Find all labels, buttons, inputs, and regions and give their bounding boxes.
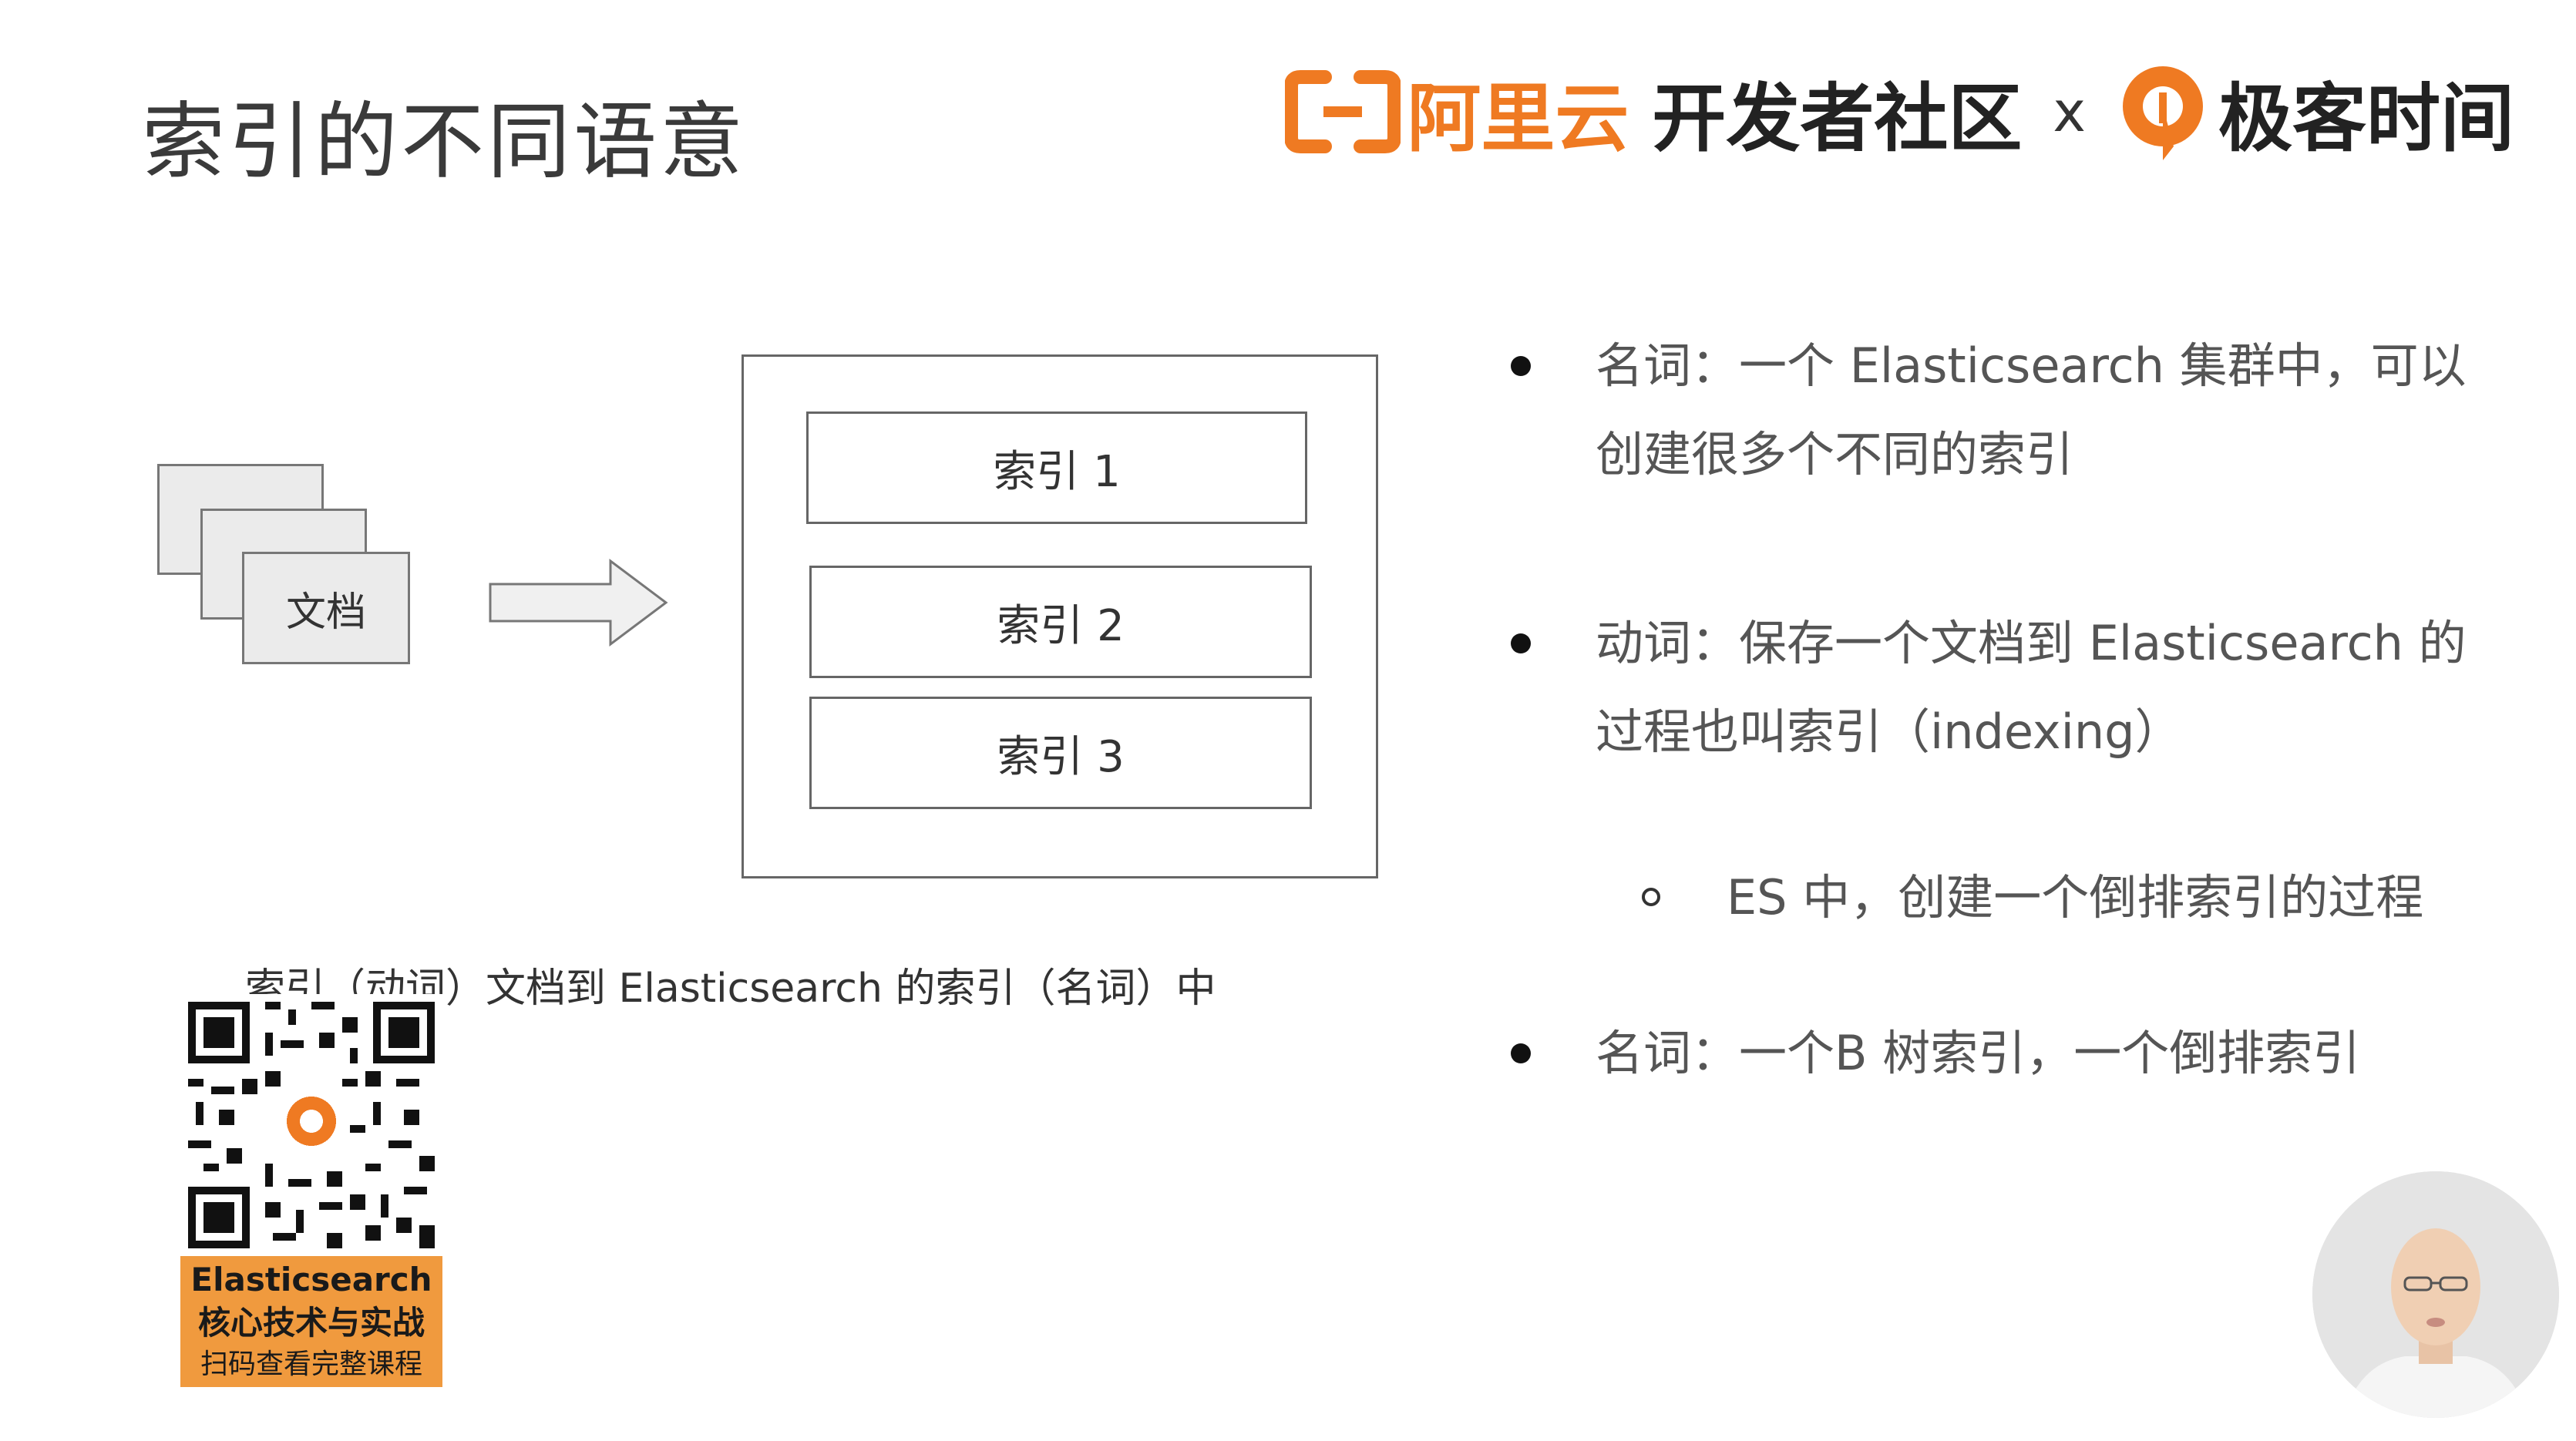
logo-separator: x: [2053, 79, 2086, 144]
right-arrow-icon: [489, 559, 668, 647]
bullet-1-line-1: 名词：一个 Elasticsearch 集群中，可以: [1596, 338, 2467, 394]
bullet-1-line-2: 创建很多个不同的索引: [1596, 426, 2074, 482]
slide-title: 索引的不同语意: [142, 94, 747, 190]
bullet-2-line-2: 过程也叫索引（indexing）: [1596, 704, 2183, 760]
index-box-3: 索引 3: [809, 697, 1312, 809]
doc-card-front: 文档: [242, 552, 410, 664]
qr-code-icon[interactable]: [180, 994, 442, 1256]
doc-label: 文档: [285, 589, 366, 636]
index-label-2: 索引 2: [997, 600, 1125, 651]
bullet-3-line-1: 名词：一个B 树索引，一个倒排索引: [1596, 1025, 2361, 1081]
index-label-1: 索引 1: [993, 446, 1121, 497]
bullet-2-line-1: 动词：保存一个文档到 Elasticsearch 的: [1596, 615, 2467, 671]
geek-time-text: 极客时间: [2218, 75, 2514, 162]
course-promo-banner[interactable]: Elasticsearch 核心技术与实战 扫码查看完整课程: [180, 1256, 442, 1387]
promo-line-3: 扫码查看完整课程: [200, 1349, 422, 1380]
presenter-illustration: [2312, 1171, 2559, 1418]
index-label-3: 索引 3: [997, 731, 1125, 782]
promo-line-1: Elasticsearch: [190, 1261, 432, 1298]
presenter-avatar: [2312, 1171, 2559, 1418]
aliyun-text: 阿里云: [1407, 75, 1629, 162]
index-box-1: 索引 1: [806, 411, 1307, 524]
geek-logo-icon: [2123, 66, 2203, 160]
developer-community-text: 开发者社区: [1652, 75, 2023, 162]
bullet-2-sub: ES 中，创建一个倒排索引的过程: [1727, 869, 2424, 925]
aliyun-logo-icon: [1285, 70, 1401, 153]
bullet-dot-2: [1511, 633, 1531, 653]
sub-bullet-circle: [1642, 888, 1660, 906]
bullet-dot-1: [1511, 356, 1531, 376]
bullet-dot-3: [1511, 1043, 1531, 1063]
header-logos: 阿里云 开发者社区 x 极客时间: [1285, 54, 2514, 170]
promo-line-2: 核心技术与实战: [197, 1304, 425, 1342]
index-box-2: 索引 2: [809, 566, 1312, 678]
